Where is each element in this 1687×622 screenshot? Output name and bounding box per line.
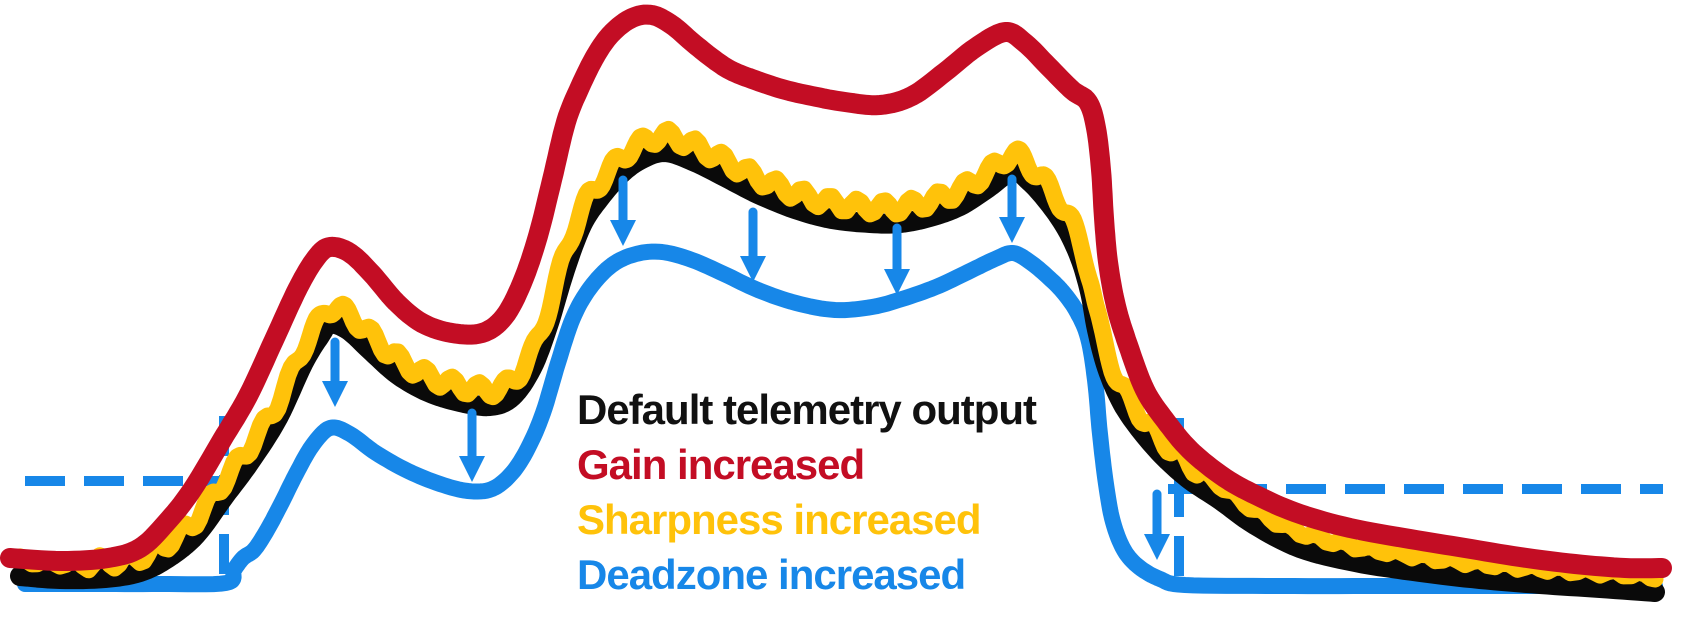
down-arrow-1	[459, 408, 485, 482]
down-arrow-5	[999, 174, 1025, 243]
legend-item-default: Default telemetry output	[577, 386, 1037, 433]
down-arrow-3	[740, 207, 766, 282]
curve-gain-increased	[0, 4, 1672, 579]
down-arrow-0	[322, 337, 348, 407]
legend-item-sharpness: Sharpness increased	[577, 496, 982, 543]
legend-item-gain: Gain increased	[577, 441, 865, 488]
down-arrow-6	[1144, 489, 1170, 560]
legend-item-deadzone: Deadzone increased	[577, 551, 966, 598]
curve-deadzone-increased	[17, 243, 1663, 595]
down-arrow-2	[610, 175, 636, 246]
down-arrow-4	[884, 223, 910, 295]
legend: Default telemetry output Gain increased …	[577, 382, 1037, 602]
